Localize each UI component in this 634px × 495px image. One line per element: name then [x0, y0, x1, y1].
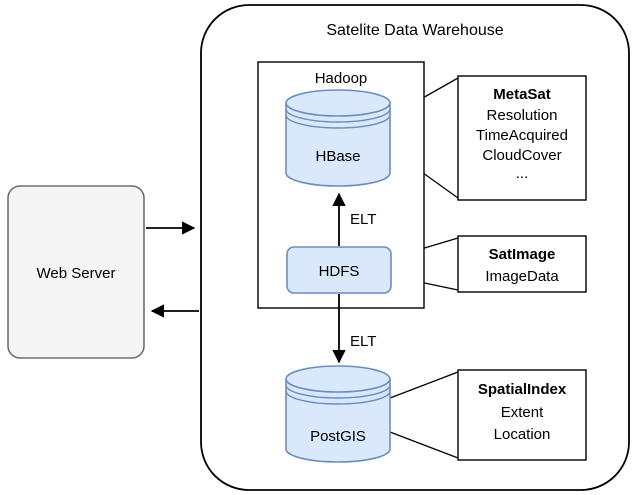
metasat-attribute: Resolution	[487, 107, 558, 124]
elt-label-lower: ELT	[350, 333, 376, 350]
hbase-cylinder-body	[285, 103, 391, 187]
metasat-note-box	[457, 75, 587, 201]
metasat-attribute: CloudCover	[482, 147, 561, 164]
elt-label-upper: ELT	[350, 211, 376, 228]
satimage-note: SatImage ImageData	[457, 235, 587, 293]
web-server-label: Web Server	[37, 265, 116, 282]
postgis-label: PostGIS	[310, 428, 366, 445]
spatialindex-connector-top	[389, 371, 459, 399]
warehouse-title: Satelite Data Warehouse	[326, 22, 503, 39]
postgis-cylinder-body	[285, 379, 391, 463]
satimage-note-box	[457, 235, 587, 293]
hbase-cylinder-ring2	[285, 114, 391, 129]
satimage-title: SatImage	[489, 246, 556, 263]
postgis-cylinder-ring2	[285, 390, 391, 405]
spatialindex-attribute: Extent	[501, 404, 544, 421]
spatialindex-title: SpatialIndex	[478, 381, 567, 398]
metasat-attribute: ...	[516, 165, 529, 182]
hbase-cylinder-top	[285, 89, 391, 117]
postgis-cylinder-ring1	[285, 384, 391, 399]
hadoop-label: Hadoop	[315, 70, 368, 87]
postgis-cylinder: PostGIS	[285, 365, 391, 463]
metasat-title: MetaSat	[493, 86, 551, 103]
metasat-attribute: TimeAcquired	[476, 127, 568, 144]
web-server-node	[7, 185, 145, 359]
hdfs-label: HDFS	[319, 263, 360, 280]
spatialindex-attribute: Location	[494, 426, 551, 443]
hbase-cylinder: HBase	[285, 89, 391, 187]
hdfs-node	[286, 246, 392, 294]
hbase-cylinder-ring1	[285, 108, 391, 123]
postgis-cylinder-top	[285, 365, 391, 393]
spatialindex-note-box	[457, 369, 587, 461]
spatialindex-connector-bottom	[389, 431, 459, 459]
spatialindex-note: SpatialIndex Extent Location	[457, 369, 587, 461]
metasat-note: MetaSat Resolution TimeAcquired CloudCov…	[457, 75, 587, 201]
hbase-label: HBase	[315, 148, 360, 165]
satimage-attribute: ImageData	[485, 268, 559, 285]
